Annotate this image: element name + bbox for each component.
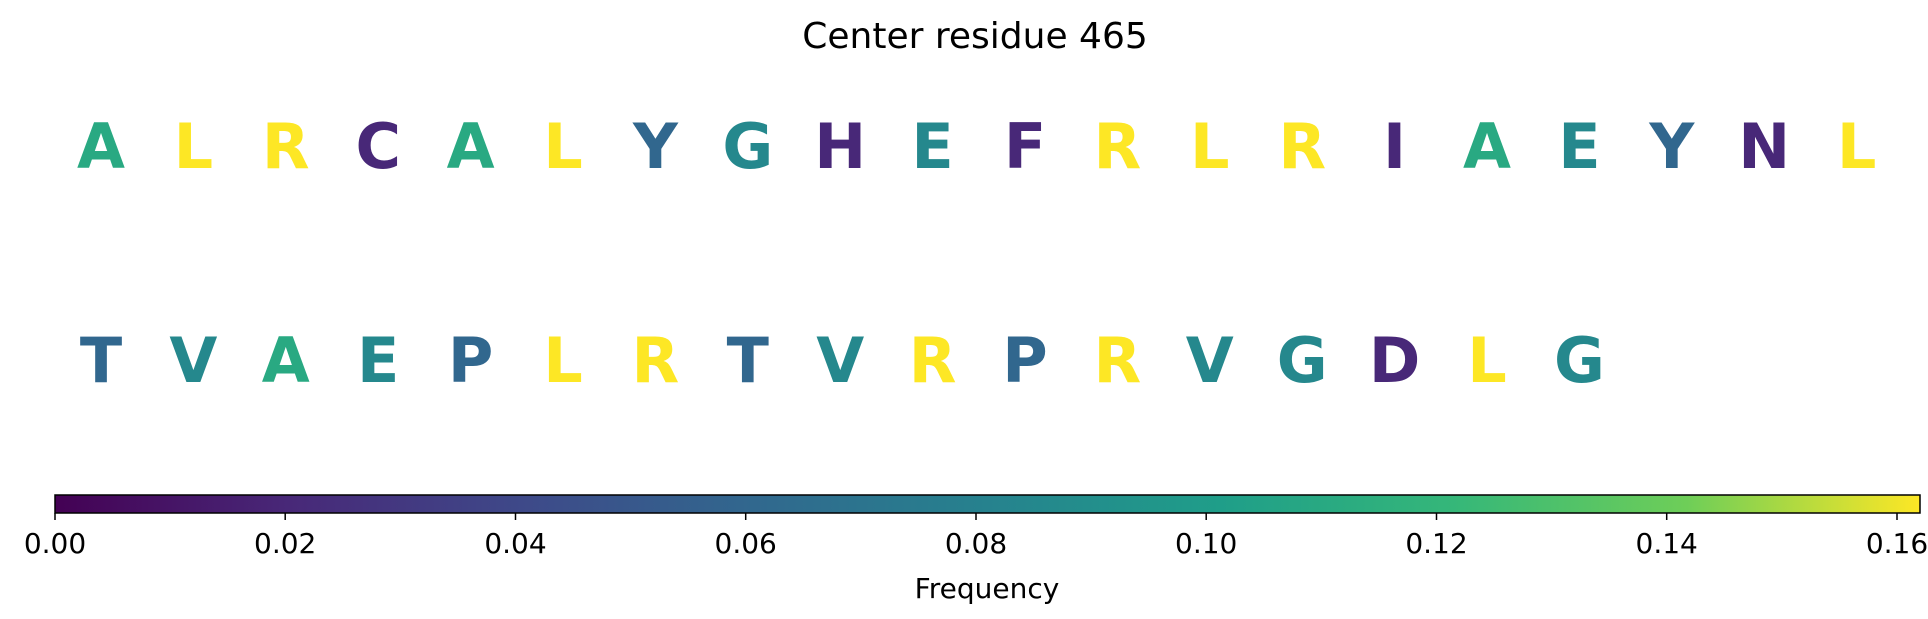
residue-letter: R: [632, 324, 680, 397]
residue-letter: A: [1463, 110, 1511, 183]
residue-letter: R: [1094, 324, 1142, 397]
residue-letter: R: [1278, 110, 1326, 183]
residue-letter: L: [543, 324, 583, 397]
colorbar-tick-label: 0.06: [715, 527, 777, 560]
residue-letter: R: [1094, 110, 1142, 183]
residue-letter: L: [1837, 110, 1877, 183]
residue-letter: F: [1004, 110, 1046, 183]
residue-letter: V: [169, 324, 217, 397]
residue-letter: A: [447, 110, 495, 183]
residue-letter: A: [77, 110, 125, 183]
colorbar-tick-label: 0.16: [1866, 527, 1928, 560]
colorbar-label: Frequency: [915, 572, 1060, 605]
colorbar-gradient: [54, 494, 1921, 514]
residue-letter: E: [357, 324, 399, 397]
residue-letter: G: [1554, 324, 1605, 397]
colorbar-tick-label: 0.08: [945, 527, 1007, 560]
colorbar-tick-label: 0.12: [1405, 527, 1467, 560]
residue-letter: C: [355, 110, 401, 183]
residue-letter: G: [1277, 324, 1328, 397]
chart-title: Center residue 465: [802, 16, 1148, 57]
residue-letter: T: [727, 324, 769, 397]
residue-letter: P: [448, 324, 493, 397]
colorbar-tick-label: 0.00: [24, 527, 86, 560]
colorbar-tick-label: 0.02: [254, 527, 316, 560]
residue-letter: L: [1467, 324, 1507, 397]
residue-letter: E: [911, 110, 953, 183]
residue-letter: H: [814, 110, 866, 183]
colorbar-tick-label: 0.10: [1175, 527, 1237, 560]
colorbar-ticks: 0.00 0.02 0.04 0.06 0.08 0.10 0.12 0.14 0.16: [24, 513, 1928, 560]
residue-letter: E: [1558, 110, 1600, 183]
residue-letter: D: [1369, 324, 1420, 397]
residue-letter: L: [1190, 110, 1230, 183]
colorbar: 0.00 0.02 0.04 0.06 0.08 0.10 0.12 0.14 0.16 Fre…: [24, 494, 1928, 605]
colorbar-tick-label: 0.04: [484, 527, 546, 560]
colorbar-tick-label: 0.14: [1636, 527, 1698, 560]
residue-letter: N: [1738, 110, 1790, 183]
residue-letter: Y: [1648, 110, 1695, 183]
residue-letter: A: [262, 324, 310, 397]
residue-letter: L: [174, 110, 214, 183]
residue-letter: T: [80, 324, 122, 397]
residue-letter: V: [816, 324, 864, 397]
residue-letter: L: [543, 110, 583, 183]
residue-letter: V: [1186, 324, 1234, 397]
residue-letter: P: [1002, 324, 1047, 397]
residue-letter: G: [722, 110, 773, 183]
residue-letter: R: [262, 110, 310, 183]
residue-letter: I: [1383, 110, 1406, 183]
residue-letter: Y: [632, 110, 679, 183]
residue-letter: R: [909, 324, 957, 397]
